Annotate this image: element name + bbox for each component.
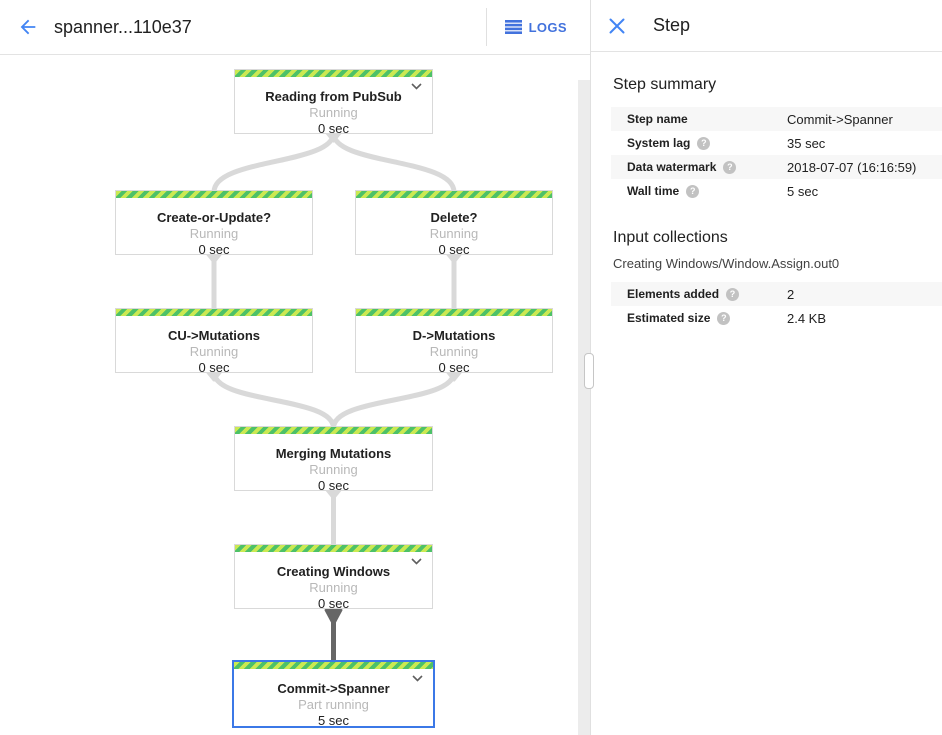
running-stripe bbox=[356, 191, 552, 198]
back-arrow-icon bbox=[20, 19, 36, 35]
table-row: Step name Commit->Spanner bbox=[611, 107, 942, 131]
running-stripe bbox=[235, 545, 432, 552]
close-panel-button[interactable] bbox=[597, 6, 637, 46]
node-time: 0 sec bbox=[317, 478, 350, 493]
job-graph-canvas[interactable]: Reading from PubSub Running 0 sec Create… bbox=[0, 56, 578, 735]
step-details-panel: Step Step summary Step name Commit->Span… bbox=[591, 0, 942, 735]
graph-scrollbar[interactable] bbox=[578, 80, 590, 735]
graph-node-creating-windows[interactable]: Creating Windows Running 0 sec bbox=[234, 544, 433, 611]
step-summary-heading: Step summary bbox=[613, 76, 717, 93]
graph-node-merging-mutations[interactable]: Merging Mutations Running 0 sec bbox=[234, 426, 433, 493]
table-row: Estimated size ? 2.4 KB bbox=[611, 306, 942, 330]
node-status: Running bbox=[429, 344, 479, 359]
graph-node-d-mutations[interactable]: D->Mutations Running 0 sec bbox=[355, 308, 553, 375]
help-icon[interactable]: ? bbox=[723, 160, 737, 174]
node-title: Delete? bbox=[430, 210, 478, 225]
row-label: Step name bbox=[627, 112, 688, 126]
input-collection-name: Creating Windows/Window.Assign.out0 bbox=[613, 256, 840, 271]
row-value: 35 sec bbox=[787, 135, 826, 151]
chevron-down-icon[interactable] bbox=[411, 558, 422, 565]
node-title: Create-or-Update? bbox=[156, 210, 272, 225]
logs-button[interactable]: LOGS bbox=[487, 0, 591, 54]
help-icon[interactable]: ? bbox=[697, 136, 711, 150]
node-status: Running bbox=[309, 105, 358, 120]
row-label: Data watermark bbox=[627, 160, 717, 174]
row-value: 2 bbox=[787, 286, 795, 302]
node-status: Running bbox=[309, 580, 358, 595]
help-icon[interactable]: ? bbox=[686, 184, 700, 198]
input-collection-table: Elements added ? 2 Estimated size ? 2.4 … bbox=[611, 282, 942, 330]
running-stripe bbox=[116, 309, 312, 316]
row-value: 2018-07-07 (16:16:59) bbox=[787, 159, 917, 175]
node-time: 0 sec bbox=[317, 121, 350, 136]
row-value: Commit->Spanner bbox=[787, 111, 893, 127]
panel-resize-handle[interactable] bbox=[584, 353, 594, 389]
node-title: Reading from PubSub bbox=[265, 89, 402, 104]
row-label: System lag bbox=[627, 136, 691, 150]
step-panel-header: Step bbox=[591, 0, 942, 52]
node-title: CU->Mutations bbox=[167, 328, 261, 343]
node-status: Running bbox=[189, 344, 239, 359]
chevron-down-icon[interactable] bbox=[411, 83, 422, 90]
node-status: Running bbox=[429, 226, 479, 241]
running-stripe bbox=[235, 427, 432, 434]
edge-active-arrow bbox=[324, 609, 343, 626]
edge-cu-to-merging bbox=[211, 369, 336, 431]
graph-node-reading-from-pubsub[interactable]: Reading from PubSub Running 0 sec bbox=[234, 69, 433, 136]
edge-pubsub-to-create bbox=[211, 130, 336, 195]
graph-edges bbox=[206, 130, 462, 660]
table-row: Wall time ? 5 sec bbox=[611, 179, 942, 203]
chevron-down-icon[interactable] bbox=[412, 675, 423, 682]
step-summary-table: Step name Commit->Spanner System lag ? 3… bbox=[611, 107, 942, 203]
panel-title: Step bbox=[653, 15, 691, 35]
row-label: Estimated size bbox=[627, 311, 711, 325]
node-time: 0 sec bbox=[438, 360, 470, 375]
logs-button-label: LOGS bbox=[528, 19, 567, 35]
close-icon bbox=[609, 18, 625, 33]
row-label: Elements added bbox=[627, 287, 720, 301]
table-row: System lag ? 35 sec bbox=[611, 131, 942, 155]
row-value: 2.4 KB bbox=[787, 310, 827, 326]
graph-node-delete[interactable]: Delete? Running 0 sec bbox=[355, 190, 553, 257]
help-icon[interactable]: ? bbox=[717, 311, 731, 325]
help-icon[interactable]: ? bbox=[726, 287, 740, 301]
logs-list-icon bbox=[504, 20, 522, 34]
edge-d-to-merging bbox=[331, 369, 457, 431]
graph-node-cu-mutations[interactable]: CU->Mutations Running 0 sec bbox=[115, 308, 313, 375]
node-title: Commit->Spanner bbox=[277, 681, 390, 696]
running-stripe bbox=[116, 191, 312, 198]
job-title: spanner...110e37 bbox=[54, 16, 192, 37]
row-value: 5 sec bbox=[787, 183, 819, 199]
node-status: Part running bbox=[298, 697, 369, 712]
input-collections-heading: Input collections bbox=[613, 229, 728, 246]
node-title: D->Mutations bbox=[412, 328, 496, 343]
node-time: 0 sec bbox=[198, 360, 230, 375]
table-row: Elements added ? 2 bbox=[611, 282, 942, 306]
node-time: 0 sec bbox=[438, 242, 470, 257]
node-time: 0 sec bbox=[198, 242, 230, 257]
running-stripe bbox=[235, 70, 432, 77]
running-stripe bbox=[356, 309, 552, 316]
node-status: Running bbox=[309, 462, 358, 477]
node-title: Creating Windows bbox=[276, 564, 391, 579]
running-stripe bbox=[234, 662, 433, 669]
back-button[interactable] bbox=[8, 7, 48, 47]
node-status: Running bbox=[189, 226, 239, 241]
node-time: 0 sec bbox=[317, 596, 350, 611]
header-divider bbox=[485, 8, 487, 46]
graph-node-create-or-update[interactable]: Create-or-Update? Running 0 sec bbox=[115, 190, 313, 257]
job-header: spanner...110e37 LOGS bbox=[0, 0, 591, 55]
node-time: 5 sec bbox=[317, 713, 350, 728]
row-label: Wall time bbox=[627, 184, 680, 198]
edge-pubsub-to-delete bbox=[331, 130, 457, 195]
table-row: Data watermark ? 2018-07-07 (16:16:59) bbox=[611, 155, 942, 179]
graph-node-commit-spanner[interactable]: Commit->Spanner Part running 5 sec bbox=[232, 660, 435, 728]
node-title: Merging Mutations bbox=[275, 446, 392, 461]
